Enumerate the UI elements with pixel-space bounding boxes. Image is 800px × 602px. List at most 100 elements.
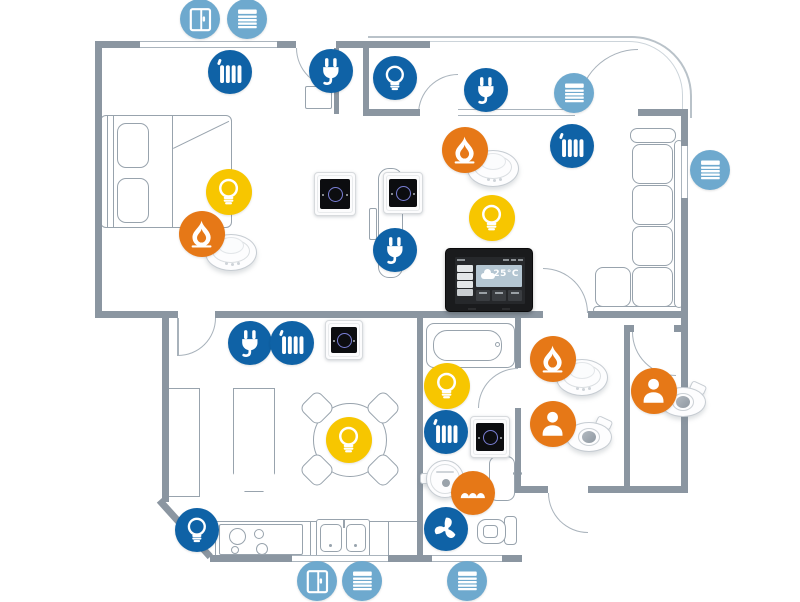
window-opening — [681, 146, 688, 198]
hall-cabinet-side — [369, 208, 377, 240]
shutter-control-marker[interactable] — [690, 150, 730, 190]
fire-icon — [448, 133, 481, 166]
furniture-detail — [172, 116, 174, 227]
smart-light-marker[interactable] — [373, 56, 417, 100]
bathtub-drain — [495, 342, 500, 347]
smart-home-control-panel[interactable]: 25°C — [445, 248, 533, 312]
wall-segment — [502, 555, 522, 562]
blinds-icon — [348, 567, 377, 596]
sofa-cushion — [595, 267, 631, 307]
bathtub-inner — [433, 330, 502, 361]
smart-light-marker[interactable] — [206, 169, 252, 215]
window-opening — [140, 41, 277, 48]
smart-light-marker[interactable] — [424, 363, 470, 409]
furniture-detail — [499, 178, 502, 181]
smoke-alarm-marker[interactable] — [179, 211, 225, 257]
wall-segment — [624, 325, 630, 493]
person-icon — [637, 374, 670, 407]
smart-plug-marker[interactable] — [464, 68, 508, 112]
furniture-detail — [576, 387, 579, 390]
wall-segment — [588, 311, 688, 318]
switch-screen — [476, 423, 504, 451]
ventilation-fan-marker[interactable] — [424, 507, 468, 551]
switch-frame — [328, 323, 360, 357]
shutter-control-marker[interactable] — [554, 73, 594, 113]
smart-light-marker[interactable] — [175, 508, 219, 552]
sink-basin — [346, 524, 366, 552]
wall-segment — [681, 198, 688, 493]
furniture-detail — [354, 544, 357, 547]
wall-segment — [363, 48, 369, 111]
radiator-icon — [214, 56, 246, 88]
window-contact-marker[interactable] — [297, 561, 337, 601]
smoke-alarm-marker[interactable] — [442, 127, 488, 173]
furniture-detail — [310, 522, 312, 556]
switch-frame — [386, 175, 420, 211]
shutter-control-marker[interactable] — [447, 561, 487, 601]
wall-segment — [638, 109, 688, 116]
window-opening — [458, 109, 575, 116]
motion-presence-marker[interactable] — [530, 401, 576, 447]
wall-segment — [588, 486, 688, 493]
cloud-icon — [481, 269, 495, 279]
plug-icon — [234, 327, 266, 359]
furniture-detail — [582, 388, 585, 391]
wall-segment — [624, 325, 634, 332]
motion-presence-marker[interactable] — [631, 368, 677, 414]
smoke-alarm-marker[interactable] — [530, 336, 576, 382]
bulb-icon — [379, 62, 411, 94]
panel-screen: 25°C — [455, 257, 525, 304]
wall-segment — [515, 408, 521, 493]
wall-thermostat-switch[interactable] — [325, 320, 363, 360]
furniture-detail — [388, 522, 390, 556]
smart-plug-marker[interactable] — [373, 228, 417, 272]
wall-segment — [681, 109, 688, 146]
furniture-detail — [237, 262, 240, 265]
radiator-thermostat-marker[interactable] — [424, 410, 468, 454]
switch-dial — [327, 186, 343, 202]
panel-status-tile — [476, 290, 490, 301]
wall-segment — [162, 316, 169, 502]
smart-plug-marker[interactable] — [309, 49, 353, 93]
shutter-control-marker[interactable] — [342, 561, 382, 601]
wall-segment — [363, 109, 420, 116]
wall-segment — [417, 311, 423, 557]
sofa-cushion — [632, 185, 673, 225]
smart-light-marker[interactable] — [326, 417, 372, 463]
kitchen-island — [233, 388, 275, 492]
furniture-detail — [329, 544, 332, 547]
wall-thermostat-switch[interactable] — [314, 172, 356, 216]
wall-segment — [210, 555, 292, 562]
sofa-armrest — [630, 128, 676, 143]
fan-icon — [430, 513, 462, 545]
pillow — [117, 123, 149, 168]
sofa-cushion — [632, 226, 673, 266]
wall-segment — [521, 486, 548, 493]
wall-segment — [277, 41, 296, 48]
window-opening — [292, 555, 388, 562]
door-swing-arc — [543, 268, 588, 313]
blinds-icon — [560, 79, 589, 108]
wall-segment — [336, 41, 430, 48]
radiator-thermostat-marker[interactable] — [208, 50, 252, 94]
water-alarm-marker[interactable] — [451, 471, 495, 515]
radiator-thermostat-marker[interactable] — [270, 321, 314, 365]
blinds-icon — [453, 567, 482, 596]
bulb-icon — [475, 201, 508, 234]
smart-light-marker[interactable] — [469, 195, 515, 241]
window-contact-marker[interactable] — [180, 0, 220, 39]
wall-thermostat-switch[interactable] — [383, 172, 423, 214]
burner — [231, 546, 239, 554]
smart-plug-marker[interactable] — [228, 321, 272, 365]
person-icon — [536, 407, 569, 440]
wall-thermostat-switch[interactable] — [470, 416, 510, 458]
shutter-control-marker[interactable] — [227, 0, 267, 39]
panel-weather-widget: 25°C — [476, 265, 522, 287]
radiator-thermostat-marker[interactable] — [550, 124, 594, 168]
burner — [256, 543, 268, 555]
furniture-detail — [231, 263, 234, 266]
switch-dial — [395, 185, 411, 201]
kitchen-sideboard — [167, 388, 200, 497]
